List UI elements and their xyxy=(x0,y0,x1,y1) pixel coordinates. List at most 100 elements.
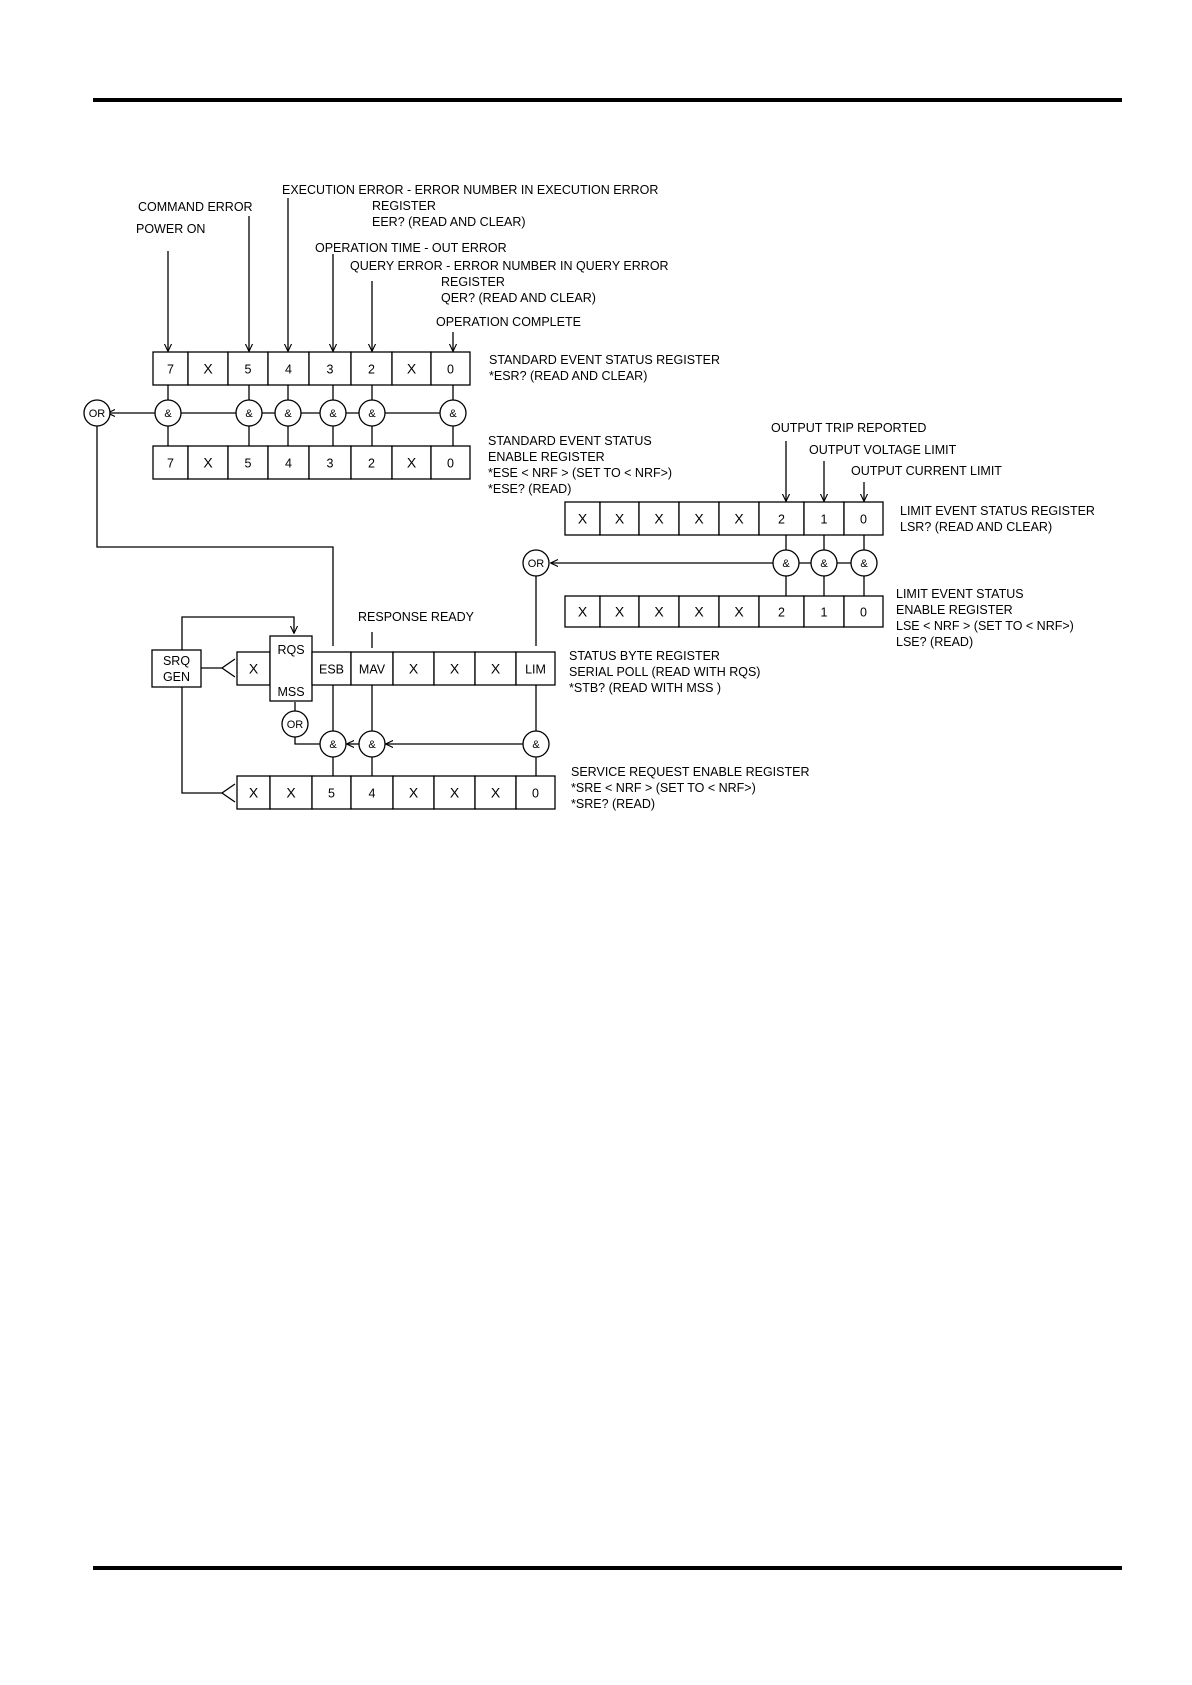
ser-bit-label: 4 xyxy=(285,363,292,377)
lsr-description: LIMIT EVENT STATUS REGISTER LSR? (READ A… xyxy=(900,504,1095,534)
and-gate: & xyxy=(274,399,302,427)
sre-bit-cell xyxy=(474,775,517,810)
ser-bit-cell xyxy=(227,351,269,386)
sere-bit-cell xyxy=(430,445,471,480)
lse-bit-label: X xyxy=(578,604,588,620)
lsr-bit-label: 2 xyxy=(778,513,785,527)
sre-bit-label: X xyxy=(491,785,501,801)
lsr-desc-line: LSR? (READ AND CLEAR) xyxy=(900,520,1052,534)
output-current-limit-label: OUTPUT CURRENT LIMIT xyxy=(851,464,1002,478)
srq-gen-line-1: SRQ xyxy=(163,654,190,668)
output-trip-label: OUTPUT TRIP REPORTED xyxy=(771,421,926,435)
ser-desc-line: STANDARD EVENT STATUS REGISTER xyxy=(489,353,720,367)
and-gate: & xyxy=(319,399,347,427)
or-gate: OR xyxy=(281,710,309,738)
stb-bit-cell xyxy=(433,651,476,686)
stb-bit-label: MAV xyxy=(359,663,386,677)
lse-bit-label: X xyxy=(654,604,664,620)
lsr-bit-cell xyxy=(564,501,601,536)
lse-bit-cell xyxy=(678,595,720,628)
sere-bit-cell xyxy=(152,445,189,480)
stb-bit-label: X xyxy=(409,661,419,677)
svg-text:OR: OR xyxy=(287,719,304,731)
execution-error-label-1: EXECUTION ERROR - ERROR NUMBER IN EXECUT… xyxy=(282,183,658,197)
lse-desc-line: LSE < NRF > (SET TO < NRF>) xyxy=(896,619,1074,633)
stb-desc-line: STATUS BYTE REGISTER xyxy=(569,649,720,663)
ser-bit-label: 5 xyxy=(245,363,252,377)
sre-bit-label: X xyxy=(249,785,259,801)
stb-bit-label: X xyxy=(249,661,259,677)
ser-description: STANDARD EVENT STATUS REGISTER *ESR? (RE… xyxy=(489,353,720,383)
sere-bit-cell xyxy=(391,445,432,480)
sre-desc-line: SERVICE REQUEST ENABLE REGISTER xyxy=(571,765,810,779)
and-gate: & xyxy=(358,730,386,758)
ser-bit-cell xyxy=(391,351,432,386)
response-ready-label: RESPONSE READY xyxy=(358,610,475,624)
sre-bit-label: 0 xyxy=(532,787,539,801)
svg-text:&: & xyxy=(245,408,253,420)
stb-bit-label: X xyxy=(450,661,460,677)
mss-label: MSS xyxy=(277,685,304,699)
query-error-label-2: REGISTER xyxy=(441,275,505,289)
lsr-bit-cell xyxy=(803,501,845,536)
output-voltage-limit-label: OUTPUT VOLTAGE LIMIT xyxy=(809,443,957,457)
sere-bit-cell xyxy=(267,445,310,480)
svg-text:&: & xyxy=(329,408,337,420)
sre-bit-cell xyxy=(311,775,352,810)
lsr-bit-cell xyxy=(758,501,805,536)
and-gate: & xyxy=(358,399,386,427)
lse-bit-cell xyxy=(599,595,640,628)
ser-bit-cell xyxy=(430,351,471,386)
svg-text:&: & xyxy=(449,408,457,420)
and-gate: & xyxy=(810,549,838,577)
sere-bit-label: 7 xyxy=(167,457,174,471)
lse-bit-label: X xyxy=(615,604,625,620)
sere-bit-label: 4 xyxy=(285,457,292,471)
ser-desc-line: *ESR? (READ AND CLEAR) xyxy=(489,369,647,383)
lsr-desc-line: LIMIT EVENT STATUS REGISTER xyxy=(900,504,1095,518)
ser-bit-label: 3 xyxy=(327,363,334,377)
lsr-bit-label: X xyxy=(734,511,744,527)
lsr-bit-label: X xyxy=(615,511,625,527)
svg-text:&: & xyxy=(368,739,376,751)
query-error-label-3: QER? (READ AND CLEAR) xyxy=(441,291,596,305)
sere-desc-line: ENABLE REGISTER xyxy=(488,450,605,464)
svg-text:&: & xyxy=(329,739,337,751)
srq-gen-box: SRQ GEN xyxy=(151,649,202,688)
execution-error-label-2: REGISTER xyxy=(372,199,436,213)
sere-desc-line: *ESE < NRF > (SET TO < NRF>) xyxy=(488,466,672,480)
sere-bit-cell xyxy=(350,445,393,480)
and-gate: & xyxy=(235,399,263,427)
sre-description: SERVICE REQUEST ENABLE REGISTER *SRE < N… xyxy=(571,765,810,811)
ser-bit-label: 7 xyxy=(167,363,174,377)
sre-bit-cell xyxy=(433,775,476,810)
sere-bit-cell xyxy=(308,445,352,480)
rqs-label: RQS xyxy=(277,643,304,657)
lsr-bit-cell xyxy=(599,501,640,536)
lse-description: LIMIT EVENT STATUS ENABLE REGISTER LSE <… xyxy=(896,587,1074,649)
sere-bit-label: X xyxy=(203,455,213,471)
stb-description: STATUS BYTE REGISTER SERIAL POLL (READ W… xyxy=(569,649,760,695)
svg-text:&: & xyxy=(860,558,868,570)
stb-desc-line: SERIAL POLL (READ WITH RQS) xyxy=(569,665,760,679)
lse-bit-label: X xyxy=(694,604,704,620)
lsr-bit-cell xyxy=(843,501,884,536)
lsr-bit-label: 1 xyxy=(821,513,828,527)
stb-bit-cell xyxy=(311,651,352,686)
lse-bit-label: 0 xyxy=(860,606,867,620)
sre-bit-label: 4 xyxy=(369,787,376,801)
sre-bit-cell xyxy=(350,775,394,810)
stb-bit-label: X xyxy=(491,661,501,677)
sere-bit-cell xyxy=(187,445,229,480)
ser-bit-label: 2 xyxy=(368,363,375,377)
lse-desc-line: LIMIT EVENT STATUS xyxy=(896,587,1024,601)
sere-bit-label: 5 xyxy=(245,457,252,471)
and-gate: & xyxy=(850,549,878,577)
sre-desc-line: *SRE < NRF > (SET TO < NRF>) xyxy=(571,781,756,795)
and-gate: & xyxy=(154,399,182,427)
sere-bit-label: 0 xyxy=(447,457,454,471)
